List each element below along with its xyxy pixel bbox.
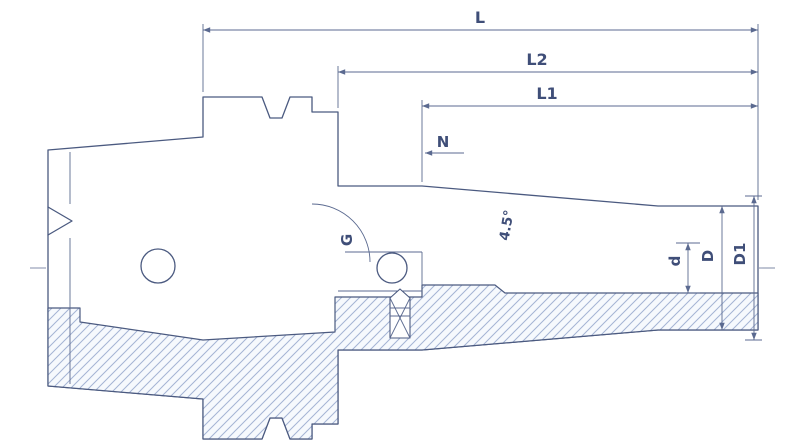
dim-label-L: L (475, 8, 485, 27)
dim-L-extension-lines (202, 24, 759, 200)
coolant-screw-thread-lines (389, 297, 411, 339)
dimension-D: D (699, 206, 725, 330)
dim-label-L1: L1 (536, 84, 557, 103)
dimension-D1: D1 (731, 195, 762, 341)
dim-label-D1: D1 (731, 243, 749, 266)
dimension-L: L (202, 8, 759, 200)
dim-label-L2: L2 (526, 50, 547, 69)
dimension-d: d (666, 242, 700, 294)
dim-label-D: D (699, 250, 717, 262)
coolant-screw (389, 288, 411, 339)
dimension-N: N (425, 133, 464, 156)
dim-label-d: d (666, 256, 684, 267)
transition-fillet-arc (311, 203, 371, 263)
drive-slot-circle (140, 248, 176, 284)
dim-label-taper-angle: 4.5° (497, 209, 518, 242)
dim-label-G: G (338, 234, 356, 246)
dim-label-N: N (437, 133, 450, 151)
coolant-screw-body (389, 288, 411, 339)
dimension-L1: L1 (421, 84, 758, 182)
section-hatch-area (47, 284, 759, 440)
bore-edge-lines (338, 251, 423, 292)
shank-face-notch (47, 206, 73, 236)
cross-hole-circle (376, 252, 408, 284)
dimension-L2: L2 (337, 50, 758, 108)
